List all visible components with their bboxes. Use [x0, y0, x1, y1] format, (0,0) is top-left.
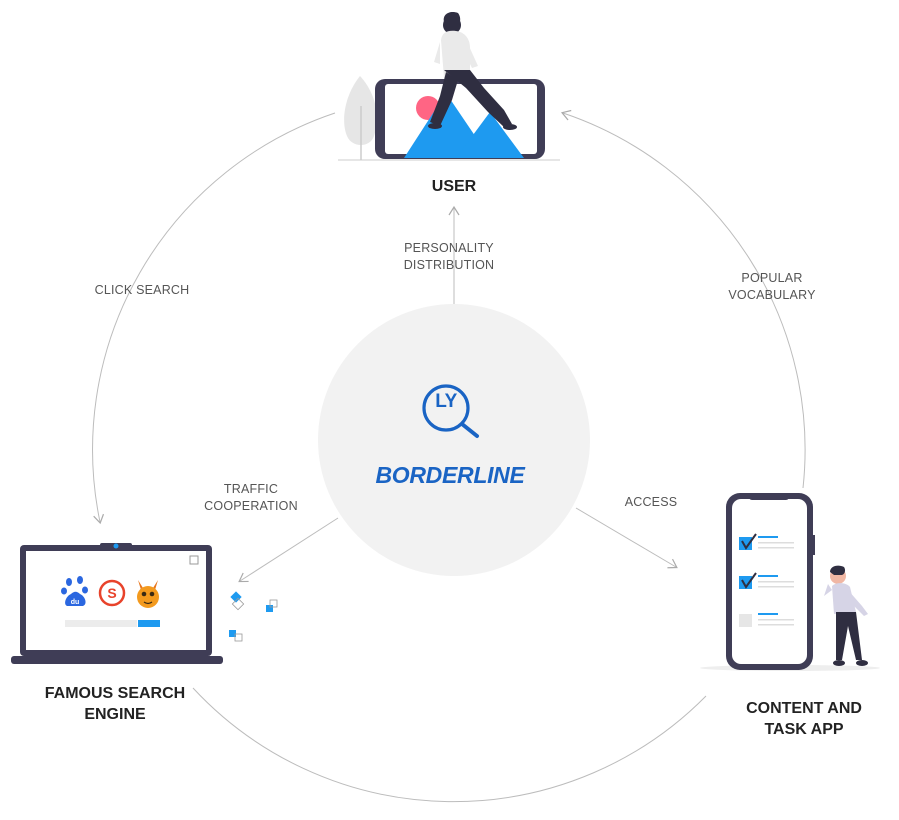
- arc-popular-vocabulary: [560, 109, 806, 489]
- baidu-logo-text: du: [71, 599, 80, 606]
- edge-label-click-search: CLICK SEARCH: [72, 282, 212, 299]
- user-title: USER: [431, 178, 477, 195]
- edge-label-popular-line2: VOCABULARY: [728, 288, 816, 302]
- search-bar-button: [138, 620, 160, 627]
- edge-label-personality-distribution: PERSONALITY DISTRIBUTION: [384, 240, 514, 274]
- edge-label-access-line1: ACCESS: [624, 495, 678, 509]
- task-item-unchecked: [739, 613, 794, 627]
- task-item-checked: [739, 572, 794, 589]
- center-logo-text: LY: [435, 391, 457, 412]
- content-app-title: CONTENT AND TASK APP: [704, 698, 899, 740]
- connector-to-content-app: [575, 507, 678, 569]
- edge-label-traffic-line1: TRAFFIC: [223, 482, 279, 496]
- edge-label-traffic-line2: COOPERATION: [204, 499, 298, 513]
- search-engine-title-line1: FAMOUS SEARCH: [44, 685, 186, 702]
- content-app-illustration: [700, 493, 880, 671]
- arc-click-search: [92, 112, 336, 525]
- edge-label-popular-line1: POPULAR: [741, 271, 803, 285]
- search-bar-input: [65, 620, 137, 627]
- edge-label-popular-vocabulary: POPULAR VOCABULARY: [702, 270, 842, 304]
- edge-label-personality-line1: PERSONALITY: [404, 241, 494, 255]
- magnifier-icon: [422, 384, 479, 438]
- third-search-logo-icon: [137, 580, 159, 608]
- baidu-logo-icon: [61, 576, 88, 606]
- brand-name: BORDERLINE: [375, 462, 525, 488]
- search-engine-illustration: du S: [11, 543, 278, 664]
- arc-bottom: [192, 687, 707, 803]
- edge-label-traffic-cooperation: TRAFFIC COOPERATION: [188, 481, 314, 515]
- edge-label-click-search-line1: CLICK SEARCH: [94, 283, 190, 297]
- edge-label-access: ACCESS: [606, 494, 696, 511]
- center-circle: [318, 304, 590, 576]
- content-app-title-line1: CONTENT AND: [746, 700, 862, 717]
- search-engine-title-line2: ENGINE: [84, 706, 146, 723]
- sogou-logo-icon: [98, 579, 126, 607]
- search-engine-title: FAMOUS SEARCH ENGINE: [15, 683, 215, 725]
- connector-to-search-engine: [238, 517, 339, 583]
- task-item-checked: [739, 533, 794, 550]
- user-illustration: [338, 12, 560, 161]
- content-app-title-line2: TASK APP: [764, 721, 844, 738]
- sogou-logo-text: S: [107, 585, 116, 601]
- edge-label-personality-line2: DISTRIBUTION: [403, 258, 495, 272]
